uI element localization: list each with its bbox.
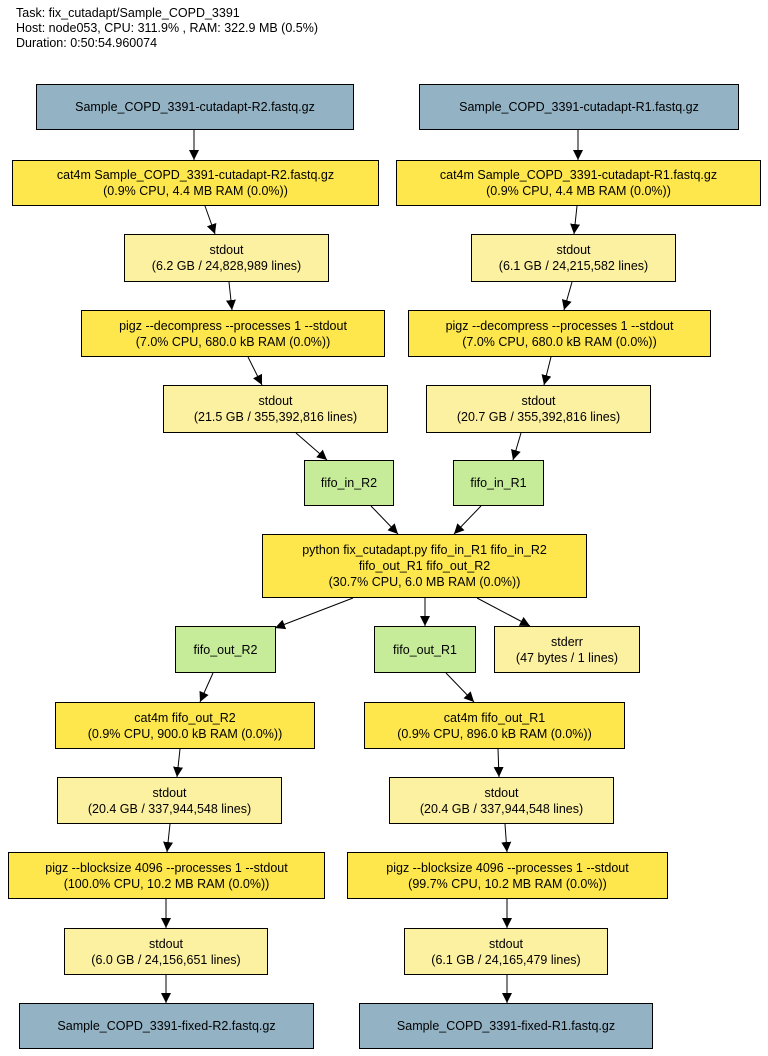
task-label: Task: fix_cutadapt/Sample_COPD_3391 [16, 6, 240, 20]
node-label-line: (100.0% CPU, 10.2 MB RAM (0.0%)) [63, 876, 270, 891]
edge-cat-out-r2-stdout3-r2 [173, 748, 184, 778]
node-label-line: stdout [488, 936, 524, 951]
process-node-pigzd-r2: pigz --decompress --processes 1 --stdout… [81, 310, 385, 357]
node-label-line: stdout [152, 785, 187, 800]
fifo-node-fifo-in-r2: fifo_in_R2 [304, 460, 394, 506]
stream-node-stdout4-r2: stdout(6.0 GB / 24,156,651 lines) [64, 928, 268, 975]
node-label-line: pigz --decompress --processes 1 --stdout [119, 318, 347, 333]
node-label-line: (7.0% CPU, 680.0 kB RAM (0.0%)) [462, 334, 657, 349]
fifo-node-fifo-out-r2: fifo_out_R2 [175, 626, 276, 673]
node-label-line: pigz --decompress --processes 1 --stdout [445, 318, 674, 333]
node-label-line: cat4m fifo_out_R1 [443, 710, 546, 725]
node-label-line: stdout [258, 394, 293, 408]
node-label-line: (20.4 GB / 337,944,548 lines) [87, 801, 252, 816]
edge-cat-out-r1-stdout3-r1 [493, 748, 504, 778]
node-label-line: fifo_in_R2 [320, 476, 378, 490]
process-node-cat-out-r2: cat4m fifo_out_R2(0.9% CPU, 900.0 kB RAM… [55, 702, 315, 749]
node-label-line: stdout [148, 936, 184, 951]
node-label-line: (0.9% CPU, 4.4 MB RAM (0.0%)) [103, 184, 288, 198]
stream-node-stdout1-r2: stdout (6.2 GB / 24,828,989 lines) [124, 234, 329, 282]
edge-stdout2-r2-fifo-in-r2 [295, 432, 328, 461]
process-node-cat-out-r1: cat4m fifo_out_R1(0.9% CPU, 896.0 kB RAM… [364, 702, 625, 749]
node-label-line: Sample_COPD_3391-cutadapt-R2.fastq.gz [75, 100, 315, 114]
edge-stdout2-r1-fifo-in-r1 [511, 432, 522, 461]
node-label-line: (6.1 GB / 24,165,479 lines) [431, 952, 581, 967]
node-label-line: (0.9% CPU, 896.0 kB RAM (0.0%)) [397, 726, 592, 741]
node-label-line: cat4m Sample_COPD_3391-cutadapt-R2.fastq… [56, 168, 335, 182]
node-label-line: (20.4 GB / 337,944,548 lines) [419, 801, 584, 816]
duration-label: Duration: 0:50:54.960074 [16, 36, 158, 50]
file-node-out-r2: Sample_COPD_3391-fixed-R2.fastq.gz [19, 1003, 314, 1049]
edge-stdout3-r2-pigzc-r2 [163, 823, 174, 853]
node-label-line: (6.0 GB / 24,156,651 lines) [91, 952, 241, 967]
node-label-line: python fix_cutadapt.py fifo_in_R1 fifo_i… [302, 543, 547, 557]
process-node-python: python fix_cutadapt.py fifo_in_R1 fifo_i… [262, 534, 587, 598]
edge-fifo-out-r1-cat-out-r1 [445, 672, 475, 703]
file-node-in-r2: Sample_COPD_3391-cutadapt-R2.fastq.gz [36, 84, 354, 130]
host-label: Host: node053, CPU: 311.9% , RAM: 322.9 … [16, 21, 318, 35]
edge-pigzd-r2-stdout2-r2 [247, 356, 263, 386]
node-label-line: fifo_in_R1 [470, 476, 527, 490]
file-node-in-r1: Sample_COPD_3391-cutadapt-R1.fastq.gz [419, 84, 739, 130]
edge-cat-r2-stdout1-r2 [204, 205, 217, 235]
node-label-line: (0.9% CPU, 900.0 kB RAM (0.0%)) [87, 726, 283, 741]
stream-node-stdout2-r2: stdout (21.5 GB / 355,392,816 lines) [163, 385, 388, 433]
node-label-line: fifo_out_R2 [193, 642, 258, 657]
node-label-line: (6.1 GB / 24,215,582 lines) [498, 259, 649, 273]
node-label-line: cat4m Sample_COPD_3391-cutadapt-R1.fastq… [439, 168, 718, 182]
edge-pigzd-r1-stdout2-r1 [541, 356, 552, 386]
edge-python-stderr [476, 597, 531, 627]
stream-node-stdout2-r1: stdout (20.7 GB / 355,392,816 lines) [426, 385, 651, 433]
run-summary: Task: fix_cutadapt/Sample_COPD_3391 Host… [16, 6, 318, 51]
edge-stdout1-r2-pigzd-r2 [225, 281, 236, 311]
node-label-line: Sample_COPD_3391-fixed-R1.fastq.gz [396, 1019, 616, 1033]
edge-python-fifo-out-r2 [274, 597, 354, 630]
node-label-line: stdout [484, 785, 519, 800]
node-label-line: cat4m fifo_out_R2 [134, 710, 236, 725]
node-label-line: fifo_out_R1 [393, 642, 457, 657]
stream-node-stdout1-r1: stdout (6.1 GB / 24,215,582 lines) [471, 234, 676, 282]
edge-fifo-out-r2-cat-out-r2 [199, 672, 214, 703]
edge-stdout3-r1-pigzc-r1 [501, 823, 512, 853]
node-label-line: stdout [556, 243, 591, 257]
node-label-line: (7.0% CPU, 680.0 kB RAM (0.0%)) [135, 334, 331, 349]
node-label-line: stdout [209, 243, 244, 257]
node-label-line: (6.2 GB / 24,828,989 lines) [151, 259, 302, 273]
node-label-line: Sample_COPD_3391-fixed-R2.fastq.gz [57, 1019, 276, 1033]
edge-cat-r1-stdout1-r1 [570, 205, 581, 235]
node-label-line: Sample_COPD_3391-cutadapt-R1.fastq.gz [459, 100, 699, 114]
node-label-line: (20.7 GB / 355,392,816 lines) [456, 410, 621, 424]
edge-fifo-in-r2-python [370, 505, 399, 535]
stream-node-stdout3-r2: stdout(20.4 GB / 337,944,548 lines) [57, 777, 282, 824]
process-node-pigzc-r1: pigz --blocksize 4096 --processes 1 --st… [347, 852, 668, 899]
node-label-line: (99.7% CPU, 10.2 MB RAM (0.0%)) [408, 876, 607, 891]
node-label-line: (21.5 GB / 355,392,816 lines) [193, 410, 358, 424]
fifo-node-fifo-out-r1: fifo_out_R1 [374, 626, 476, 673]
node-label-line: (47 bytes / 1 lines) [515, 650, 619, 665]
node-label-line: stdout [521, 394, 556, 408]
stream-node-stdout4-r1: stdout(6.1 GB / 24,165,479 lines) [404, 928, 608, 975]
edge-fifo-in-r1-python [453, 505, 482, 535]
process-node-cat-r2: cat4m Sample_COPD_3391-cutadapt-R2.fastq… [12, 160, 379, 206]
fifo-node-fifo-in-r1: fifo_in_R1 [453, 460, 544, 506]
node-label-line: (30.7% CPU, 6.0 MB RAM (0.0%)) [328, 575, 521, 589]
stream-node-stderr: stderr(47 bytes / 1 lines) [494, 626, 640, 673]
node-label-line: fifo_out_R1 fifo_out_R2 [358, 559, 491, 573]
edge-stdout1-r1-pigzd-r1 [561, 281, 573, 311]
file-node-out-r1: Sample_COPD_3391-fixed-R1.fastq.gz [359, 1003, 653, 1049]
node-label-line: pigz --blocksize 4096 --processes 1 --st… [45, 860, 288, 875]
node-label-line: pigz --blocksize 4096 --processes 1 --st… [386, 860, 629, 875]
process-node-pigzc-r2: pigz --blocksize 4096 --processes 1 --st… [8, 852, 325, 899]
node-label-line: (0.9% CPU, 4.4 MB RAM (0.0%)) [486, 184, 671, 198]
process-node-pigzd-r1: pigz --decompress --processes 1 --stdout… [408, 310, 711, 357]
stream-node-stdout3-r1: stdout(20.4 GB / 337,944,548 lines) [389, 777, 614, 824]
node-label-line: stderr [551, 634, 583, 649]
process-node-cat-r1: cat4m Sample_COPD_3391-cutadapt-R1.fastq… [396, 160, 761, 206]
